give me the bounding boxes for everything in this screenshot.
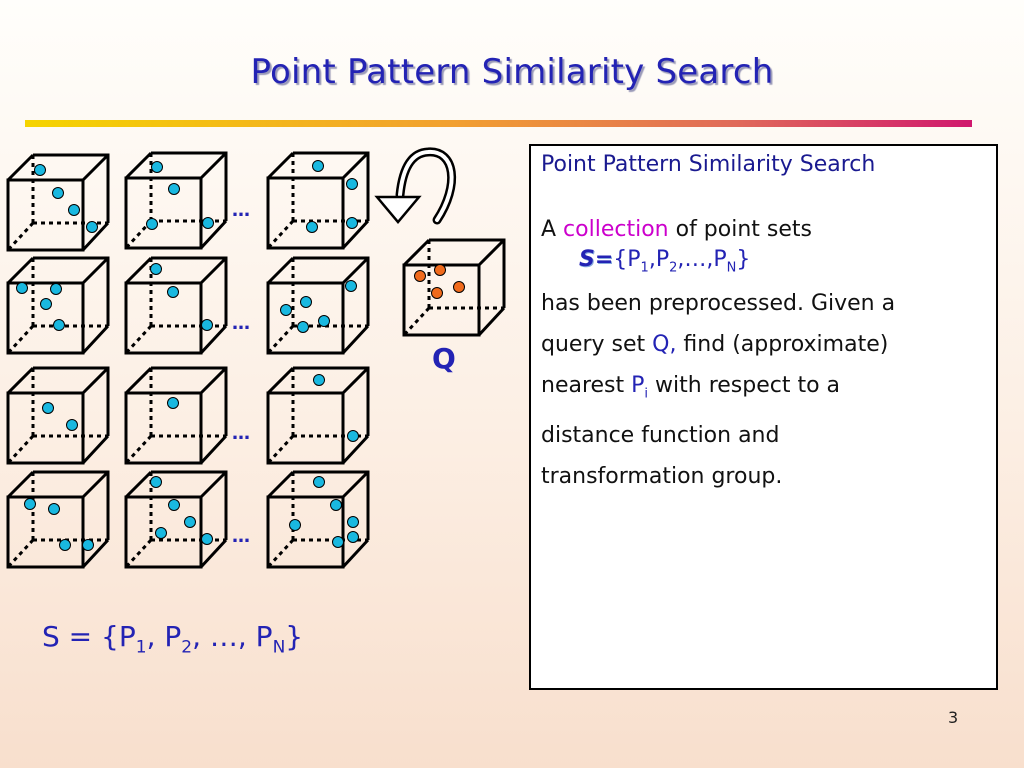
cube-r3c3 — [266, 366, 370, 465]
description-line5: nearest Pi with respect to a — [541, 365, 986, 414]
description-box: Point Pattern Similarity Search A collec… — [529, 144, 998, 690]
set-formula-mid1: , P — [146, 620, 182, 653]
set-formula-sub2: 2 — [181, 637, 193, 658]
set-formula-sub1: 1 — [135, 637, 147, 658]
collection-word: collection — [563, 217, 669, 242]
cube-r2c2 — [124, 256, 228, 355]
line2-subN: N — [726, 260, 737, 276]
q-symbol: Q, — [652, 332, 677, 358]
ellipsis-row2: … — [232, 313, 250, 334]
cube-r2c3 — [266, 256, 370, 355]
set-formula-suffix: } — [285, 620, 304, 653]
set-formula-mid2: , …, P — [192, 620, 273, 653]
cube-r4c3 — [266, 470, 370, 569]
query-cube — [402, 238, 506, 337]
description-line3: has been preprocessed. Given a — [541, 291, 896, 317]
description-heading: Point Pattern Similarity Search — [541, 152, 876, 177]
page-number: 3 — [948, 708, 959, 727]
cube-r1c3 — [266, 151, 370, 250]
cube-r1c1 — [6, 153, 110, 252]
cube-r1c2 — [124, 151, 228, 250]
set-formula-subN: N — [272, 637, 286, 658]
line5-a: nearest — [541, 373, 632, 399]
cube-r4c1 — [6, 470, 110, 569]
line2-mid2: ,…,P — [677, 247, 727, 272]
ellipsis-row3: … — [232, 423, 250, 444]
line5-rest: with respect to a — [648, 373, 841, 399]
p-subscript: i — [644, 386, 649, 402]
set-formula-prefix: S = {P — [42, 620, 136, 653]
line2-sub2: 2 — [669, 260, 678, 276]
set-formula: S = {P1, P2, …, PN} — [42, 620, 303, 658]
line2-mid1: ,P — [648, 247, 670, 272]
p-symbol: P — [631, 373, 645, 399]
line4-a: query set — [541, 332, 653, 358]
line4-rest: find (approximate) — [676, 332, 889, 358]
curved-arrow-icon — [374, 147, 457, 225]
description-line7: transformation group. — [541, 463, 783, 489]
line2-close: } — [736, 247, 751, 272]
point-set-figure — [6, 147, 506, 569]
cube-r3c1 — [6, 366, 110, 465]
description-line1: A collection of point sets — [541, 215, 986, 245]
query-label: Q — [432, 342, 456, 375]
line2-open: {P — [613, 247, 641, 272]
title-underline-bar — [25, 120, 972, 127]
s-symbol: S= — [579, 247, 614, 272]
description-line4: query set Q, find (approximate) — [541, 324, 986, 365]
line2-sub1: 1 — [640, 260, 649, 276]
cube-r4c2 — [124, 470, 228, 569]
cube-r2c1 — [6, 256, 110, 355]
ellipsis-row1: … — [232, 200, 250, 221]
ellipsis-row4: … — [232, 526, 250, 547]
slide-title: Point Pattern Similarity Search — [250, 52, 774, 92]
line1-rest: of point sets — [668, 217, 812, 242]
line1-a: A — [541, 217, 564, 242]
description-line2: S={P1,P2,…,PN} — [541, 245, 986, 283]
cube-r3c2 — [124, 366, 228, 465]
description-line6: distance function and — [541, 422, 780, 448]
